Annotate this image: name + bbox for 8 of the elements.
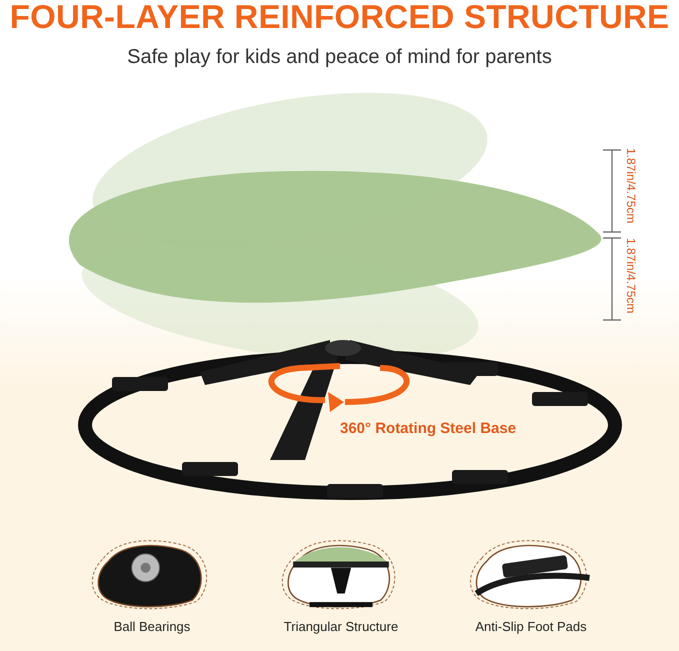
title: FOUR-LAYER REINFORCED STRUCTURE (8, 0, 670, 36)
photo-caption: Triangular Structure (282, 619, 400, 634)
subtitle: Safe play for kids and peace of mind for parents (126, 46, 553, 69)
dimension-label: 1.87in/4.75cm (624, 238, 638, 314)
dimension-label: 1.87in/4.75cm (624, 148, 638, 224)
photo-caption: Ball Bearings (112, 619, 192, 634)
callout-label: 360° Rotating Steel Base (340, 420, 516, 437)
photo-caption: Anti-Slip Foot Pads (474, 619, 588, 634)
